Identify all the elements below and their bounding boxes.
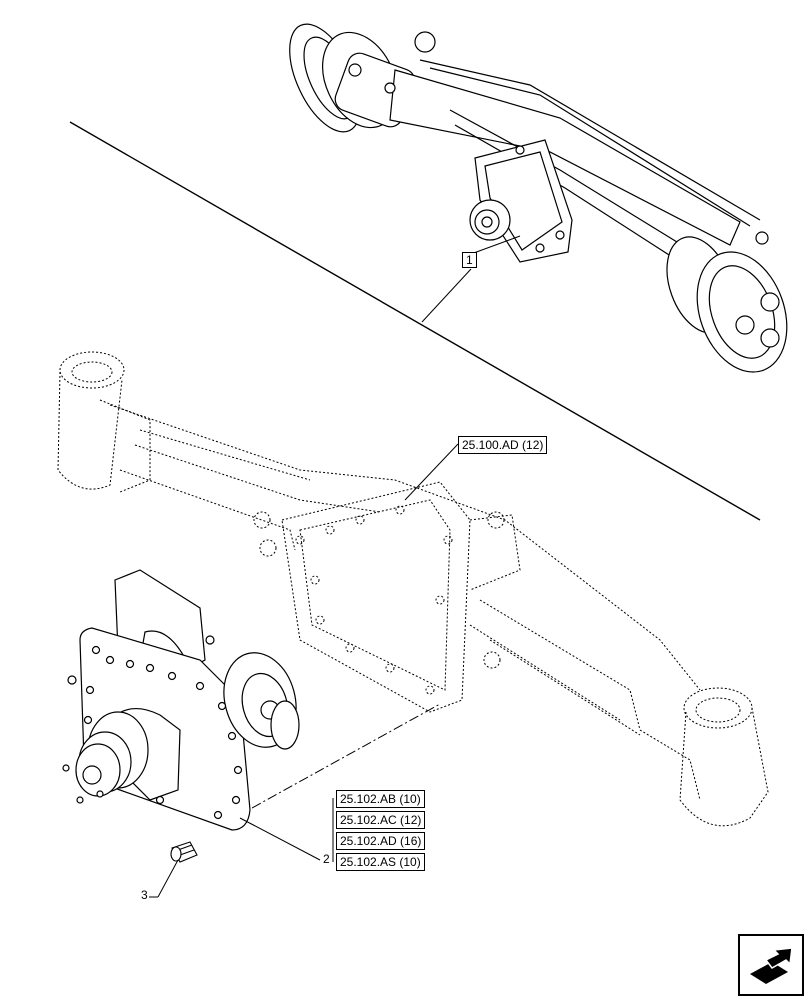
ref-group-2[interactable]: 25.102.AD (16) bbox=[336, 832, 426, 850]
ref-group-3[interactable]: 25.102.AS (10) bbox=[336, 853, 425, 871]
leader-line-1 bbox=[470, 235, 521, 255]
leader-line-1b bbox=[421, 268, 472, 323]
callout-item-3: 3 bbox=[141, 888, 148, 902]
axle-housing-dotted-illustration bbox=[57, 351, 769, 827]
ref-group-1[interactable]: 25.102.AC (12) bbox=[336, 811, 426, 829]
ref-axle-housing[interactable]: 25.100.AD (12) bbox=[458, 436, 548, 454]
next-page-arrow-icon[interactable] bbox=[738, 934, 804, 996]
leader-line-3 bbox=[157, 859, 179, 898]
callout-item-2: 2 bbox=[323, 852, 330, 866]
leader-line-axle-housing bbox=[404, 443, 459, 501]
separator-line bbox=[69, 121, 761, 521]
leader-line-2 bbox=[239, 817, 321, 861]
differential-carrier-illustration bbox=[62, 569, 300, 831]
assembled-axle-illustration bbox=[289, 23, 788, 373]
bolt-item-3 bbox=[170, 841, 198, 863]
ref-group-0[interactable]: 25.102.AB (10) bbox=[336, 790, 425, 808]
callout-item-1[interactable]: 1 bbox=[462, 252, 477, 268]
